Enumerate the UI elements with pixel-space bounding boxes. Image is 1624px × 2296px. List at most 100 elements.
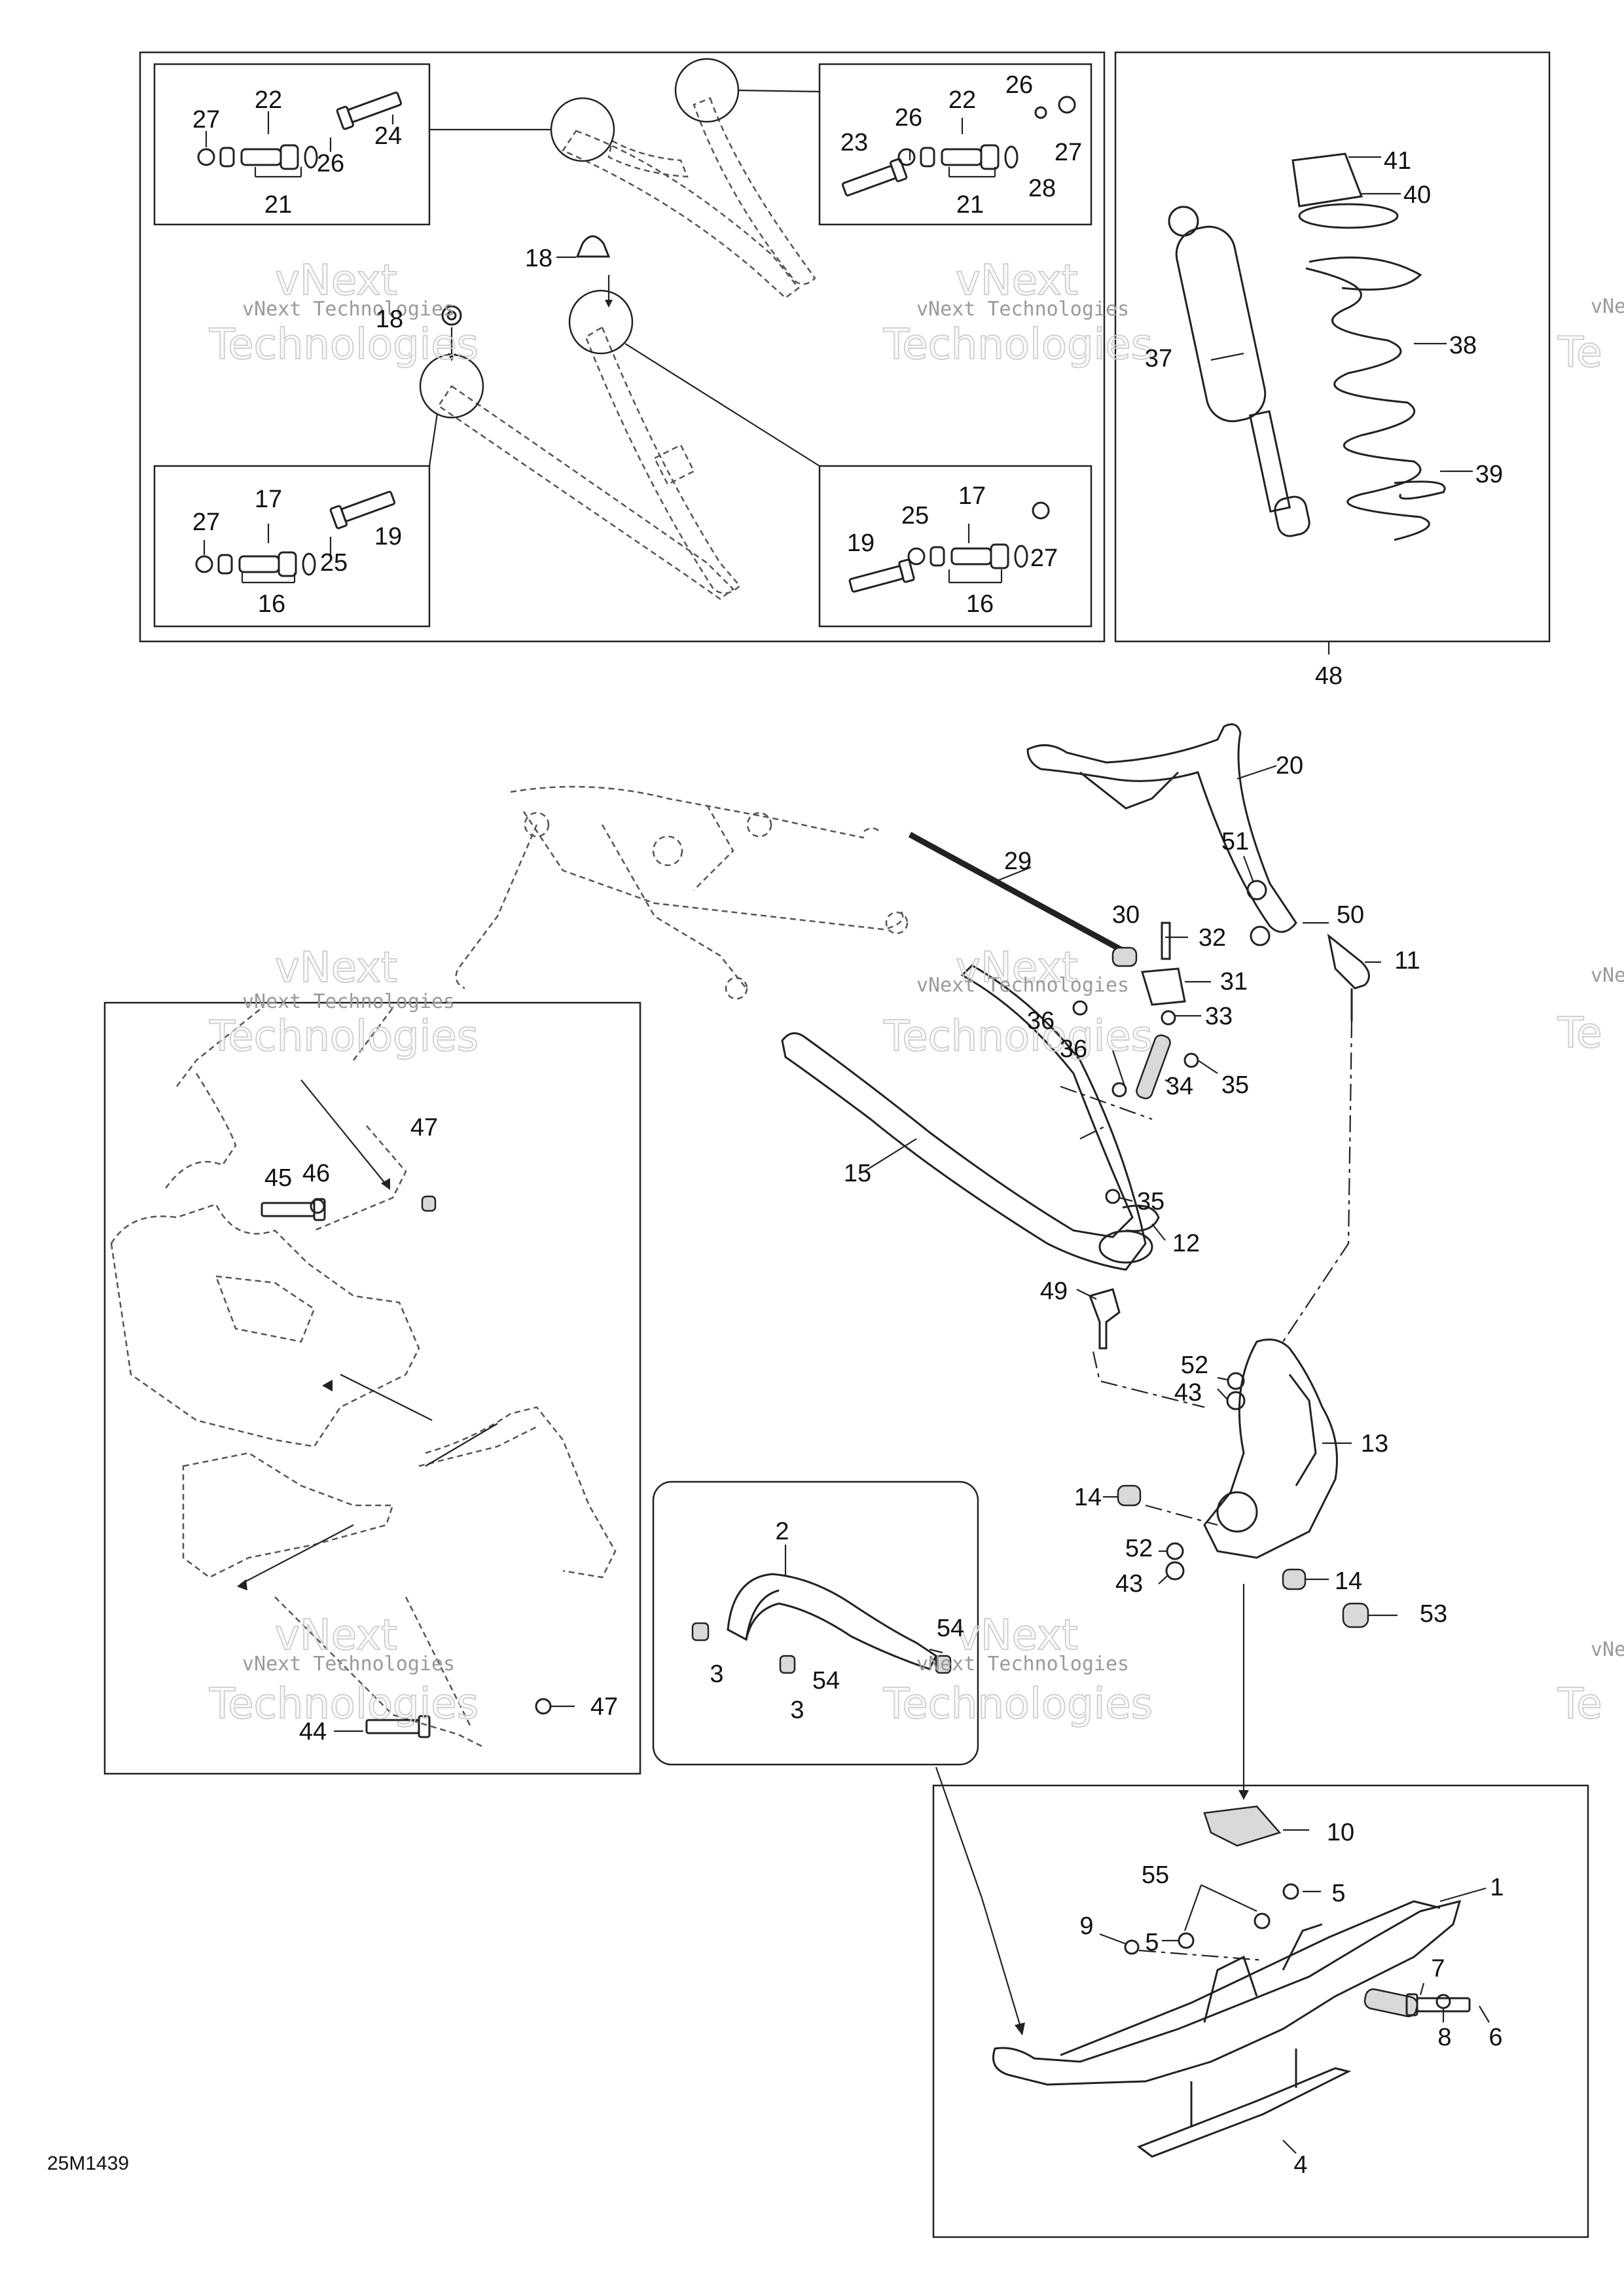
- callout-46: 46: [302, 1160, 330, 1187]
- upper-a-arm-ghost-view: [550, 58, 816, 299]
- sleeve-part-18: [441, 235, 613, 361]
- bushing-kit-tr: [840, 96, 1076, 201]
- callout-19: 19: [374, 523, 402, 550]
- ski-bushing-7: [1363, 1988, 1418, 2018]
- svg-text:Technologies: Technologies: [209, 1680, 478, 1729]
- callout-36: 36: [1027, 1007, 1055, 1035]
- callout-5: 5: [1145, 1929, 1159, 1956]
- ski-handle: [727, 1573, 937, 1670]
- diagram-code: 25M1439: [47, 2153, 129, 2174]
- bushing-14-right: [1282, 1568, 1307, 1590]
- callout-17: 17: [255, 486, 282, 513]
- shock-absorber: [1168, 206, 1310, 537]
- bushing-inset-bottom-right: [818, 465, 1092, 628]
- callout-51: 51: [1221, 828, 1249, 855]
- callout-19: 19: [847, 529, 875, 557]
- callout-35: 35: [1221, 1071, 1249, 1099]
- svg-text:Technologies: Technologies: [883, 1680, 1153, 1729]
- callout-8: 8: [1437, 2024, 1451, 2051]
- svg-text:vNext: vNext: [956, 1611, 1078, 1660]
- callout-14: 14: [1074, 1484, 1102, 1511]
- callout-15: 15: [844, 1160, 871, 1187]
- upper-a-arm: [1026, 723, 1297, 946]
- callout-54: 54: [812, 1667, 840, 1695]
- callout-36: 36: [1060, 1035, 1087, 1063]
- svg-text:vNext: vNext: [1591, 295, 1624, 318]
- callout-27: 27: [1055, 139, 1082, 166]
- steering-spindle: [1203, 1338, 1338, 1559]
- callout-13: 13: [1361, 1430, 1388, 1458]
- callout-21: 21: [956, 191, 984, 219]
- svg-text:Technologies: Technologies: [883, 321, 1153, 369]
- watermark-edge: vNext Te vNext Te vNext Te: [1557, 295, 1624, 1729]
- svg-text:vNext: vNext: [275, 944, 397, 992]
- ski-pad: [1203, 1805, 1282, 1847]
- bushing-53: [1342, 1602, 1369, 1628]
- svg-text:vNext Technologies: vNext Technologies: [916, 298, 1129, 321]
- svg-text:vNext Technologies: vNext Technologies: [916, 974, 1129, 997]
- callout-4: 4: [1293, 2151, 1307, 2179]
- callout-31: 31: [1220, 968, 1248, 996]
- callout-27: 27: [192, 106, 220, 134]
- watermark-4: Technologies vNext vNext Technologies: [882, 943, 1153, 1062]
- nut-43-upper: [1226, 1391, 1246, 1410]
- callout-47: 47: [410, 1114, 438, 1141]
- callout-16: 16: [966, 590, 994, 618]
- lower-a-arm: [781, 964, 1153, 1271]
- svg-text:Technologies: Technologies: [209, 321, 478, 369]
- callout-41: 41: [1384, 147, 1411, 175]
- svg-text:Te: Te: [1557, 329, 1602, 377]
- callout-47: 47: [590, 1693, 618, 1721]
- watermark-3: Technologies vNext vNext Technologies: [208, 943, 479, 1062]
- callout-10: 10: [1327, 1819, 1354, 1846]
- callout-40: 40: [1403, 181, 1431, 209]
- callout-23: 23: [840, 129, 868, 156]
- svg-text:vNext: vNext: [1591, 964, 1624, 987]
- frame-mounting-ghost-view: [110, 1007, 617, 1749]
- callout-27: 27: [192, 509, 220, 536]
- callout-18: 18: [525, 245, 552, 272]
- bushing-inset-top-right: [818, 63, 1092, 226]
- callout-25: 25: [320, 549, 348, 577]
- bushing-14-left: [1117, 1484, 1142, 1507]
- callout-6: 6: [1489, 2024, 1502, 2051]
- callout-17: 17: [958, 482, 986, 510]
- stabilizer-link-assembly: [1060, 922, 1199, 1204]
- callout-18: 18: [376, 306, 403, 333]
- svg-text:vNext: vNext: [275, 257, 397, 305]
- callout-24: 24: [374, 122, 402, 150]
- ball-joint-lower: [1089, 1288, 1205, 1408]
- callout-12: 12: [1172, 1230, 1200, 1257]
- callout-43: 43: [1115, 1570, 1143, 1598]
- callout-28: 28: [1028, 175, 1056, 202]
- callout-52: 52: [1181, 1352, 1208, 1379]
- callout-48: 48: [1315, 662, 1343, 690]
- washer-52-upper: [1227, 1372, 1245, 1390]
- callout-35: 35: [1137, 1188, 1164, 1215]
- callout-34: 34: [1166, 1073, 1193, 1100]
- callout-25: 25: [901, 502, 929, 529]
- bushing-inset-top-left: [153, 63, 431, 226]
- svg-text:vNext: vNext: [956, 944, 1078, 992]
- frame-mounting-detail-frame: [103, 1001, 641, 1775]
- front-frame-ghost-view: [455, 785, 909, 1000]
- callout-26: 26: [895, 104, 922, 132]
- callout-50: 50: [1337, 901, 1364, 929]
- callout-22: 22: [948, 86, 976, 114]
- callout-22: 22: [255, 86, 282, 114]
- leader-inset-br: [624, 343, 820, 467]
- callout-21: 21: [264, 191, 292, 219]
- bushing-kit-tl: [197, 87, 404, 178]
- callout-3: 3: [790, 1696, 804, 1724]
- callout-14: 14: [1335, 1568, 1362, 1595]
- ski-handle-detail-frame: [652, 1480, 979, 1766]
- ball-joint-upper: [1282, 933, 1370, 1342]
- watermark-2: Technologies vNext vNext Technologies: [882, 256, 1153, 370]
- ski-runner: [1136, 2067, 1352, 2158]
- watermark-6: Technologies vNext vNext Technologies: [882, 1611, 1153, 1729]
- shock-spring: [1291, 152, 1446, 541]
- callout-7: 7: [1431, 1955, 1445, 1982]
- washer-52-lower: [1166, 1542, 1184, 1560]
- callout-3: 3: [710, 1660, 723, 1688]
- callout-2: 2: [775, 1518, 789, 1545]
